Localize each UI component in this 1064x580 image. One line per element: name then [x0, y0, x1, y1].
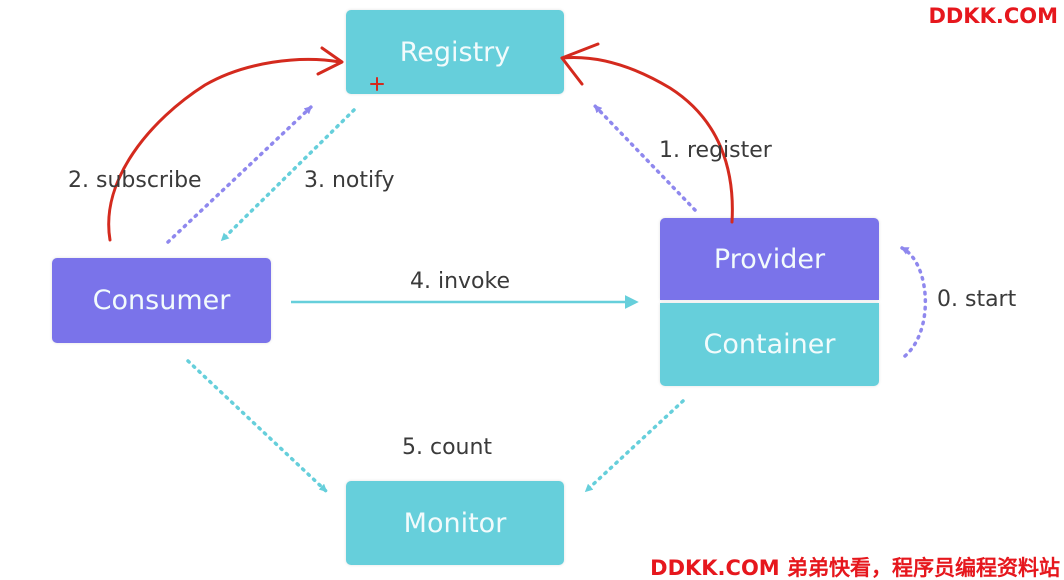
notify-label: 3. notify [304, 168, 395, 193]
red-annotation-left [107, 57, 342, 242]
container-node: Container [660, 303, 879, 386]
count-label: 5. count [402, 435, 493, 460]
subscribe-label: 2. subscribe [68, 168, 202, 193]
consumer-node: Consumer [52, 258, 271, 343]
register-label: 1. register [659, 138, 772, 163]
count-arrow-consumer [186, 359, 328, 493]
start-arrow [900, 246, 927, 358]
watermark-top: DDKK.COM [928, 4, 1058, 28]
registry-node: Registry [346, 10, 564, 94]
start-label: 0. start [937, 287, 1017, 312]
red-annotation-right-head [560, 42, 600, 86]
watermark-bottom: DDKK.COM 弟弟快看，程序员编程资料站 [650, 556, 1060, 580]
invoke-label: 4. invoke [410, 269, 511, 294]
monitor-node: Monitor [346, 481, 564, 565]
red-annotation-left-head [316, 46, 344, 76]
provider-node: Provider [660, 218, 879, 300]
count-arrow-container [584, 399, 685, 493]
